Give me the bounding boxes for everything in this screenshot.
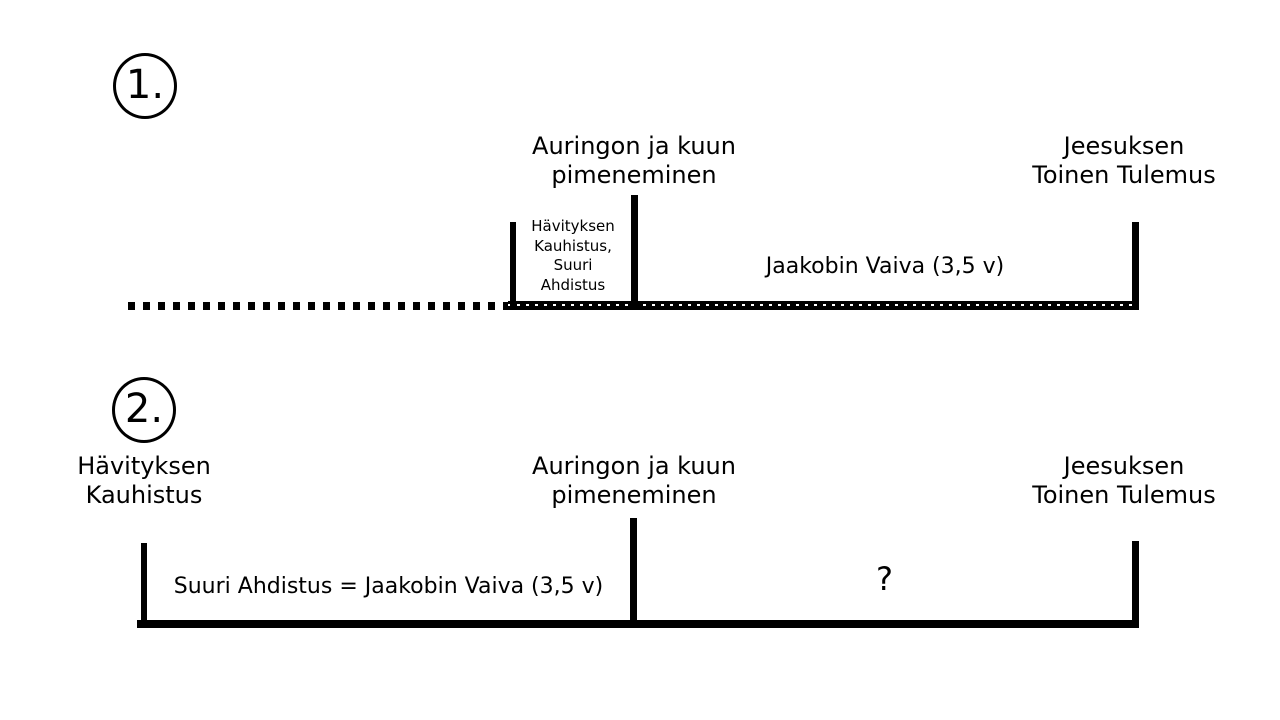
- label-abomination-tribulation-box: Hävityksen Kauhistus, Suuri Ahdistus: [531, 217, 615, 294]
- timeline-1-dotted-segment: [128, 302, 508, 310]
- section-1-number: 1.: [125, 62, 165, 108]
- label-jacobs-trouble: Jaakobin Vaiva (3,5 v): [765, 254, 1005, 279]
- diagram-2: 2. Hävityksen Kauhistus Auringon ja kuun…: [0, 360, 1280, 720]
- section-2-number: 2.: [124, 386, 164, 432]
- section-2-badge: 2.: [112, 377, 176, 443]
- label-second-coming-2: Jeesuksen Toinen Tulemus: [1032, 452, 1216, 509]
- label-sun-moon-darkening-1: Auringon ja kuun pimeneminen: [532, 132, 736, 189]
- diagram-1: 1. Auringon ja kuun pimeneminen Jeesukse…: [113, 53, 1216, 310]
- tick-abomination-2: [141, 543, 147, 620]
- tick-second-coming-2: [1132, 541, 1139, 620]
- tick-second-coming-1: [1132, 222, 1139, 306]
- label-tribulation-equals-jacobs-trouble: Suuri Ahdistus = Jaakobin Vaiva (3,5 v): [173, 574, 604, 599]
- label-sun-moon-darkening-2: Auringon ja kuun pimeneminen: [532, 452, 736, 509]
- tick-sun-moon-2: [630, 518, 637, 620]
- timeline-1-main-segment: [508, 301, 1139, 310]
- timeline-2-baseline: [137, 620, 1139, 628]
- tick-abomination-1: [510, 222, 516, 306]
- label-second-coming-1: Jeesuksen Toinen Tulemus: [1032, 132, 1216, 189]
- label-abomination-2: Hävityksen Kauhistus: [77, 452, 211, 509]
- label-unknown-interval: ?: [876, 560, 893, 598]
- tick-sun-moon-1: [631, 195, 638, 306]
- section-1-badge: 1.: [113, 53, 177, 119]
